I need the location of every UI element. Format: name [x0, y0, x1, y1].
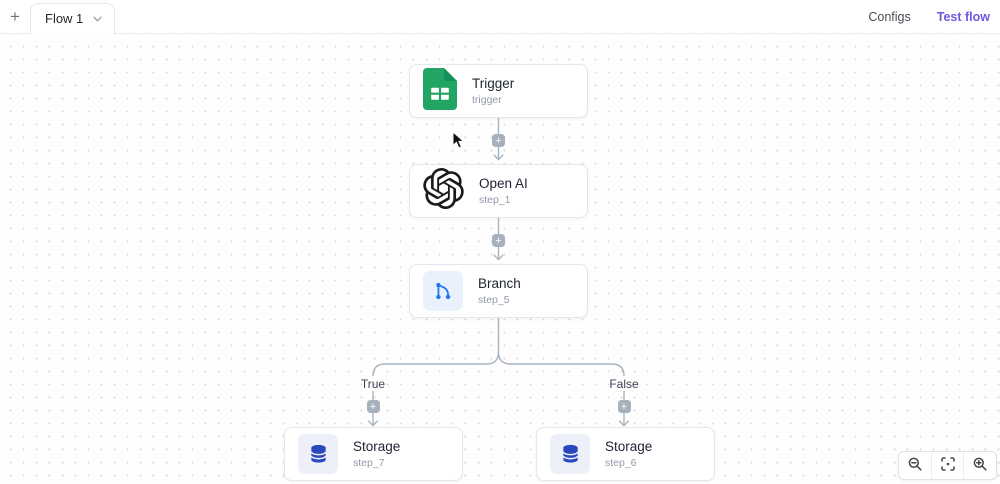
plus-icon: + [495, 234, 502, 247]
plus-icon: + [10, 6, 20, 26]
node-step-1-openai[interactable]: Open AI step_1 [409, 164, 588, 218]
plus-icon: + [369, 400, 377, 413]
node-step-7-storage[interactable]: Storage step_7 [284, 427, 463, 481]
node-title: Branch [478, 276, 521, 291]
node-title: Open AI [479, 176, 528, 191]
node-step-5-branch[interactable]: Branch step_5 [409, 264, 588, 318]
node-step-6-storage[interactable]: Storage step_6 [536, 427, 715, 481]
add-step-button[interactable]: + [492, 234, 505, 247]
flow-tab-label: Flow 1 [45, 11, 84, 26]
flow-canvas[interactable]: True False + + + + Trigger trigger [0, 34, 1000, 484]
zoom-out-button[interactable] [899, 452, 931, 479]
add-step-button[interactable]: + [492, 134, 505, 147]
topbar: + Flow 1 Configs Test flow [0, 0, 1000, 34]
fit-view-icon [940, 456, 956, 475]
node-subtitle: step_6 [605, 457, 637, 469]
openai-icon [423, 168, 464, 214]
flow-edges [367, 118, 630, 427]
add-step-button[interactable]: + [366, 400, 380, 413]
branch-icon [423, 271, 463, 311]
plus-icon: + [620, 400, 628, 413]
plus-icon: + [495, 134, 502, 147]
google-sheets-icon [423, 67, 457, 115]
add-step-button[interactable]: + [617, 400, 631, 413]
new-flow-button[interactable]: + [0, 0, 30, 33]
node-subtitle: step_1 [479, 194, 511, 206]
zoom-in-button[interactable] [963, 452, 996, 479]
magnifier-minus-icon [907, 456, 923, 475]
fit-view-button[interactable] [930, 452, 964, 479]
branch-true-label: True [360, 377, 386, 391]
configs-button[interactable]: Configs [868, 9, 911, 24]
node-subtitle: step_7 [353, 457, 385, 469]
flow-tab[interactable]: Flow 1 [30, 2, 116, 34]
branch-false-label: False [609, 377, 639, 391]
canvas-zoom-controls [898, 451, 997, 480]
node-subtitle: trigger [472, 94, 502, 106]
storage-icon [298, 434, 338, 474]
storage-icon [550, 434, 590, 474]
test-flow-button[interactable]: Test flow [936, 9, 990, 24]
node-title: Trigger [472, 76, 515, 91]
node-title: Storage [353, 439, 401, 454]
node-trigger[interactable]: Trigger trigger [409, 64, 588, 118]
node-title: Storage [605, 439, 653, 454]
magnifier-plus-icon [972, 456, 988, 475]
node-subtitle: step_5 [478, 294, 510, 306]
chevron-down-icon[interactable] [93, 16, 102, 22]
